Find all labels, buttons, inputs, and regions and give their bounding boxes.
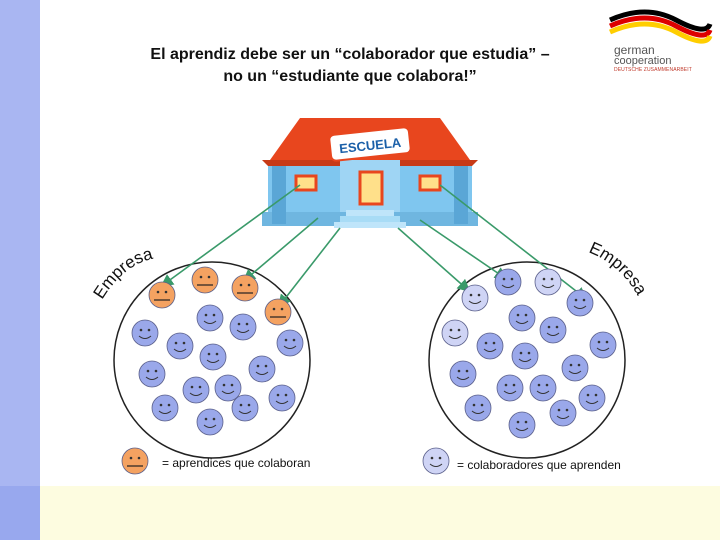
employee-face-icon	[496, 374, 524, 402]
flag-swoosh-icon	[608, 9, 713, 44]
apprentice-face-icon	[231, 274, 259, 302]
employee-face-icon	[138, 360, 166, 388]
legend-faces	[121, 447, 450, 475]
employee-face-icon	[476, 332, 504, 360]
logo-word-cooperation: cooperation	[614, 55, 672, 67]
employee-face-icon	[441, 319, 469, 347]
employee-face-icon	[511, 342, 539, 370]
employee-face-icon	[214, 374, 242, 402]
employee-face-icon	[196, 408, 224, 436]
employee-face-icon	[449, 360, 477, 388]
employee-face-icon	[182, 376, 210, 404]
school-sign: ESCUELA	[338, 135, 402, 156]
apprentice-face-icon	[264, 298, 292, 326]
employee-face-icon	[508, 411, 536, 439]
logo-subtitle: DEUTSCHE ZUSAMMENARBEIT	[614, 67, 692, 73]
employee-face-icon	[231, 394, 259, 422]
faces-group	[131, 266, 617, 439]
employee-face-icon	[464, 394, 492, 422]
employee-face-icon	[268, 384, 296, 412]
employee-face-icon	[561, 354, 589, 382]
logo-word-german: german	[614, 43, 655, 57]
employee-face-icon	[508, 304, 536, 332]
school-building: ESCUELA	[262, 118, 478, 228]
bottom-band	[40, 486, 720, 540]
employee-face-icon	[578, 384, 606, 412]
slide-title: El aprendiz debe ser un “colaborador que…	[100, 44, 600, 88]
arrow	[160, 184, 301, 287]
employee-face-icon	[549, 399, 577, 427]
left-legend-text: = aprendices que colaboran	[162, 456, 311, 470]
apprentice-face-icon	[191, 266, 219, 294]
employee-face-icon	[166, 332, 194, 360]
employee-face-icon	[151, 394, 179, 422]
employee-face-icon	[589, 331, 617, 359]
employee-face-icon	[131, 319, 159, 347]
legend-apprentice-face-icon	[121, 447, 149, 475]
left-side-bar-bottom	[0, 486, 40, 540]
employee-face-icon	[229, 313, 257, 341]
employee-face-icon	[199, 343, 227, 371]
employee-face-icon	[539, 316, 567, 344]
arrow	[278, 227, 341, 308]
apprentice-face-icon	[148, 281, 176, 309]
arrow	[419, 219, 508, 280]
german-cooperation-logo: german cooperation DEUTSCHE ZUSAMMENARBE…	[606, 6, 714, 76]
arrows	[160, 184, 588, 308]
employee-face-icon	[248, 355, 276, 383]
arrow	[242, 217, 319, 283]
left-side-bar	[0, 0, 40, 540]
employee-face-icon	[461, 284, 489, 312]
employee-face-icon	[494, 268, 522, 296]
title-line-2: no un “estudiante que colabora!”	[223, 68, 477, 85]
employee-face-icon	[276, 329, 304, 357]
title-line-1: El aprendiz debe ser un “colaborador que…	[150, 46, 550, 63]
legend-employee-face-icon	[422, 447, 450, 475]
employee-face-icon	[566, 289, 594, 317]
employee-face-icon	[529, 374, 557, 402]
employee-face-icon	[196, 304, 224, 332]
right-legend-text: = colaboradores que aprenden	[457, 458, 621, 472]
arrow	[397, 227, 471, 293]
employee-face-icon	[534, 268, 562, 296]
